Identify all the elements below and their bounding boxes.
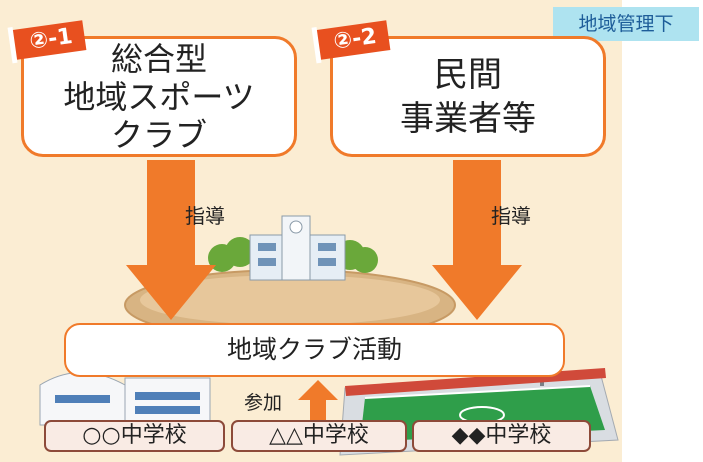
- guidance-arrow-left: [126, 160, 216, 320]
- school-box-1: ○○中学校: [44, 420, 225, 452]
- school-box-2: △△中学校: [231, 420, 407, 452]
- sports-club-line-3: クラブ: [110, 115, 207, 154]
- sports-club-box: 総合型 地域スポーツ クラブ: [21, 36, 297, 157]
- participation-arrow: [298, 380, 338, 420]
- school-building-icon: [249, 215, 346, 281]
- club-activity-box: 地域クラブ活動: [64, 323, 565, 377]
- business-line-2: 事業者等: [400, 98, 536, 139]
- sports-club-line-1: 総合型: [110, 39, 207, 78]
- business-box: 民間 事業者等: [330, 36, 606, 157]
- school-building-left-icon: [39, 372, 211, 426]
- participation-label: 参加: [244, 392, 283, 414]
- guidance-arrow-right: [432, 160, 522, 320]
- tree-icon: [208, 237, 378, 273]
- guidance-label-right: 指導: [491, 204, 531, 228]
- school-box-3: ◆◆中学校: [412, 420, 591, 452]
- business-line-1: 民間: [434, 54, 502, 95]
- guidance-label-left: 指導: [185, 204, 225, 228]
- sports-club-line-2: 地域スポーツ: [63, 77, 255, 116]
- management-label: 地域管理下: [553, 7, 699, 41]
